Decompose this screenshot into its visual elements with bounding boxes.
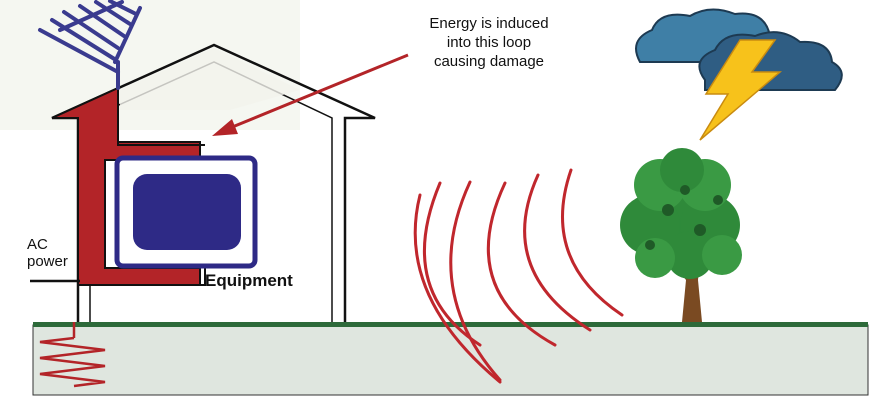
equipment-monitor — [114, 155, 258, 269]
em-waves — [413, 168, 624, 384]
house — [51, 43, 376, 322]
annotation-arrow — [212, 53, 409, 136]
equipment-label: Equipment — [205, 271, 293, 290]
ground-area — [32, 324, 869, 396]
annotation-line-2: into this loop — [446, 34, 532, 51]
annotation-text: Energy is induced into this loop causing… — [398, 14, 580, 71]
lightning-bolt-icon — [699, 39, 783, 141]
ac-label-line-1: AC — [27, 236, 48, 253]
tree-icon — [620, 148, 742, 322]
background-panel — [0, 0, 300, 130]
antenna-icon — [38, 0, 142, 90]
annotation-line-3: causing damage — [433, 53, 545, 70]
ac-label-line-2: power — [27, 253, 68, 270]
ground-surface-line — [33, 322, 868, 327]
annotation-line-1: Energy is induced — [429, 15, 549, 32]
ac-power-label: AC power — [27, 236, 68, 270]
ground-rod-icon — [39, 322, 106, 388]
